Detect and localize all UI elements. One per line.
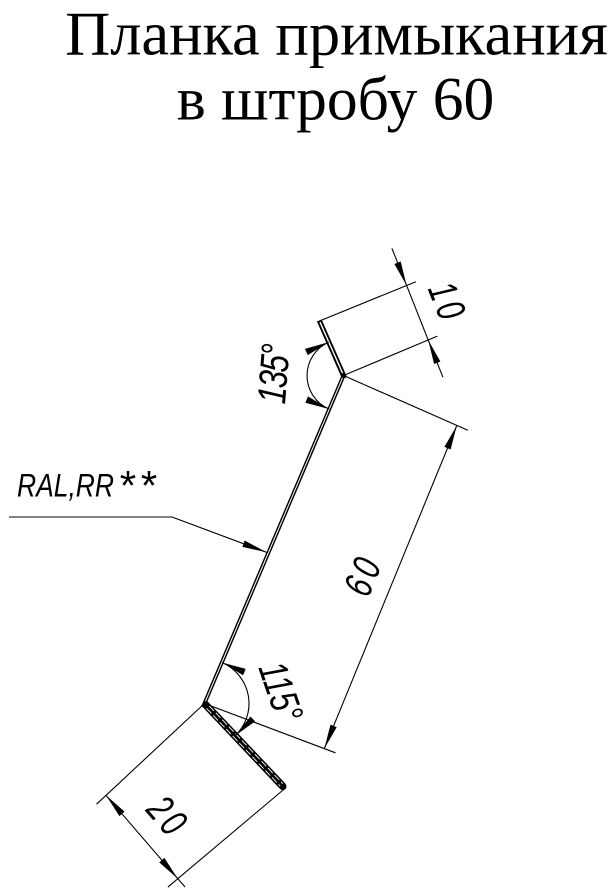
svg-text:в штробу 60: в штробу 60 [177,66,494,134]
svg-text:*: * [118,462,136,509]
svg-text:*: * [139,462,157,509]
svg-text:115°: 115° [250,656,312,728]
svg-text:135°: 135° [249,342,298,405]
svg-text:Планка примыкания: Планка примыкания [65,0,608,69]
svg-text:RAL,RR: RAL,RR [17,468,114,504]
